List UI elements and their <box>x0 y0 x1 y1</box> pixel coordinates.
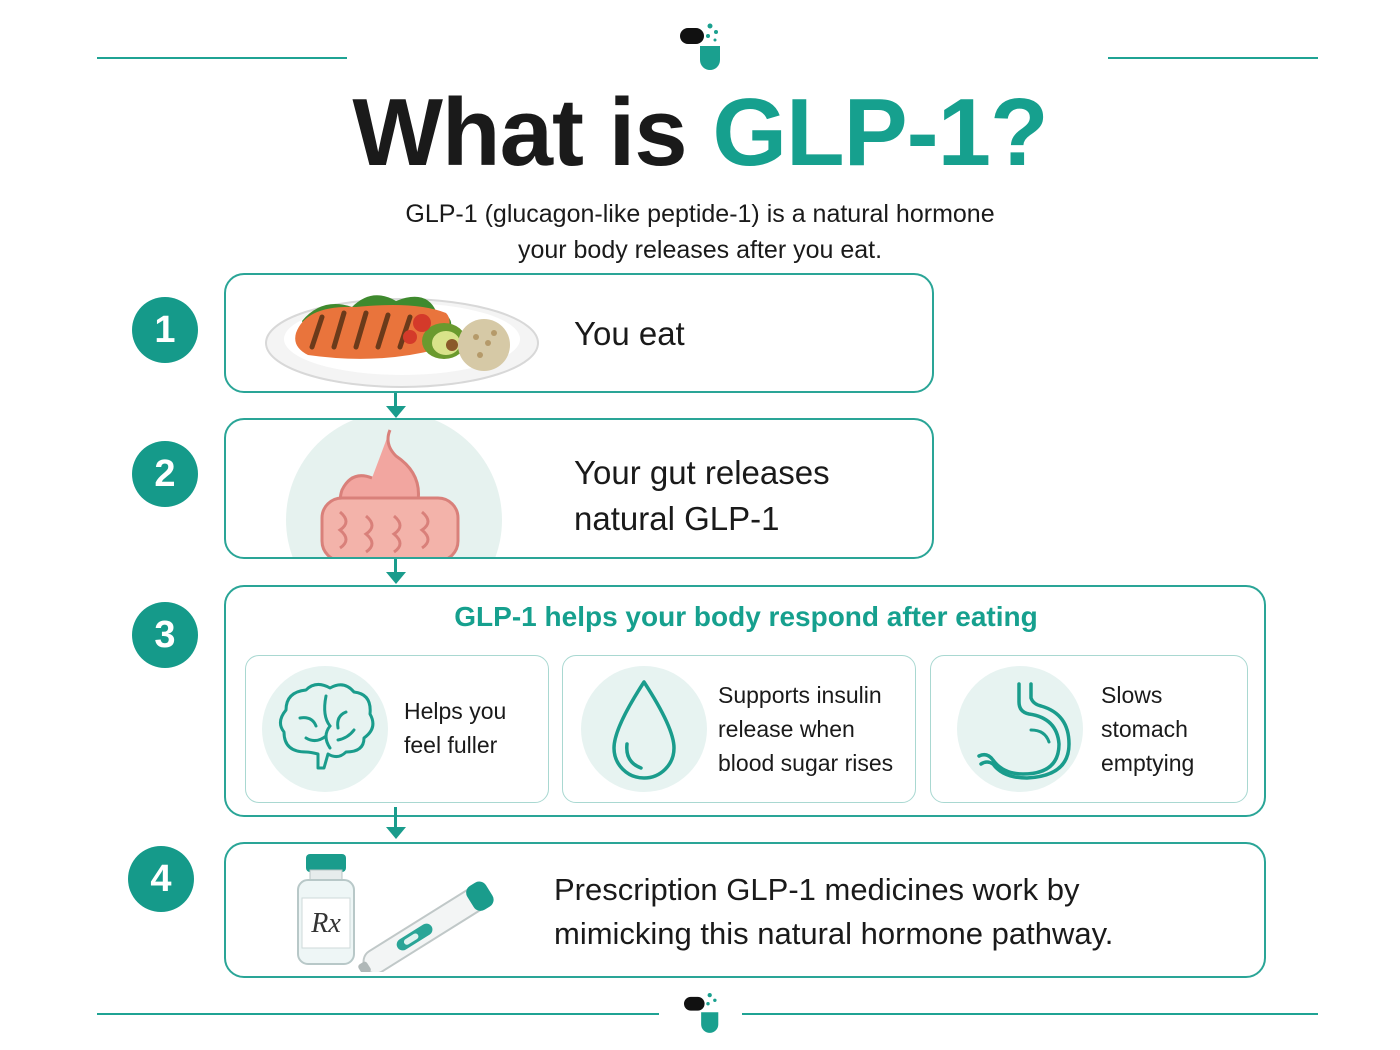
title-accent: GLP-1? <box>712 79 1048 186</box>
arrow-1-line <box>394 393 397 407</box>
step-3-card: GLP-1 helps your body respond after eati… <box>224 585 1266 817</box>
step-2-number: 2 <box>132 441 198 507</box>
benefit-text-insulin: Supports insulin release when blood suga… <box>718 678 893 780</box>
benefit-card-insulin: Supports insulin release when blood suga… <box>562 655 916 803</box>
step-2-card: Your gut releases natural GLP-1 <box>224 418 934 559</box>
step-4-text-line-2: mimicking this natural hormone pathway. <box>554 916 1114 951</box>
benefit-fuller-line-2: feel fuller <box>404 732 498 758</box>
step-1-text: You eat <box>574 315 685 352</box>
subtitle-line-2: your body releases after you eat. <box>517 236 883 264</box>
meal-plate-icon <box>265 295 539 388</box>
arrow-3-line <box>394 807 397 829</box>
benefit-insulin-line-3: blood sugar rises <box>718 750 894 776</box>
benefit-text-fuller: Helps you feel fuller <box>404 694 506 762</box>
benefit-fuller-line-1: Helps you <box>404 698 507 724</box>
step-1-number: 1 <box>132 297 198 363</box>
step-2-text-line-2: natural GLP-1 <box>574 500 780 537</box>
step-4-number: 4 <box>128 846 194 912</box>
arrow-2-head <box>386 572 406 584</box>
step-4-text-line-1: Prescription GLP-1 medicines work by <box>554 872 1080 907</box>
digestive-system-icon <box>286 420 502 557</box>
step-3-heading: GLP-1 helps your body respond after eati… <box>454 601 1038 632</box>
benefit-card-stomach: Slows stomach emptying <box>930 655 1248 803</box>
step-4-card: Rx Prescription GLP-1 medicines work by … <box>224 842 1266 978</box>
capsule-logo-icon <box>680 23 720 70</box>
stomach-icon <box>977 682 1071 780</box>
bottom-left-rule <box>97 1013 659 1015</box>
top-right-rule <box>1108 57 1318 59</box>
subtitle: GLP-1 (glucagon-like peptide-1) is a nat… <box>300 196 1100 268</box>
arrow-3-head <box>386 827 406 839</box>
benefit-insulin-line-2: release when <box>718 716 855 742</box>
arrow-2-line <box>394 559 397 573</box>
title-prefix: What is <box>352 79 713 186</box>
drop-icon <box>612 680 676 780</box>
vial-and-pen-icon: Rx <box>297 854 494 972</box>
benefit-stomach-line-2: stomach <box>1101 716 1188 742</box>
bottom-right-rule <box>742 1013 1318 1015</box>
arrow-1-head <box>386 406 406 418</box>
benefit-insulin-line-1: Supports insulin <box>718 682 882 708</box>
step-4-text: Prescription GLP-1 medicines work by mim… <box>554 868 1113 956</box>
benefit-stomach-line-1: Slows <box>1101 682 1163 708</box>
step-1-card: You eat <box>224 273 934 393</box>
top-left-rule <box>97 57 347 59</box>
benefit-icon-bg <box>581 666 707 792</box>
benefit-text-stomach: Slows stomach emptying <box>1101 678 1194 780</box>
step-2-text-line-1: Your gut releases <box>574 454 830 491</box>
step-2-text: Your gut releases natural GLP-1 <box>574 450 830 542</box>
capsule-logo-icon <box>684 993 719 1033</box>
brain-icon <box>279 683 375 770</box>
vial-label: Rx <box>310 908 341 939</box>
page-title: What is GLP-1? <box>0 78 1400 188</box>
subtitle-line-1: GLP-1 (glucagon-like peptide-1) is a nat… <box>405 200 995 228</box>
benefit-stomach-line-3: emptying <box>1101 750 1195 776</box>
benefit-card-fuller: Helps you feel fuller <box>245 655 549 803</box>
step-3-number: 3 <box>132 602 198 668</box>
